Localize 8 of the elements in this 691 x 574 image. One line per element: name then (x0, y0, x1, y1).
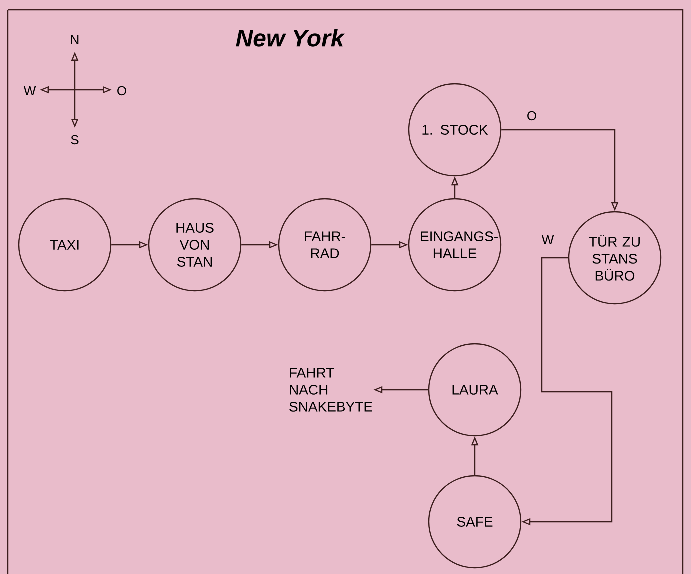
compass-letter: N (71, 36, 79, 44)
edge-label: W (542, 236, 554, 244)
destination-text: FAHRT NACH SNAKEBYTE (290, 368, 372, 412)
compass-letter: S (71, 135, 79, 145)
title: New York (236, 29, 346, 47)
compass-letter: W (24, 86, 36, 96)
compass-letter: O (118, 86, 126, 96)
edge-label: O (528, 111, 536, 121)
